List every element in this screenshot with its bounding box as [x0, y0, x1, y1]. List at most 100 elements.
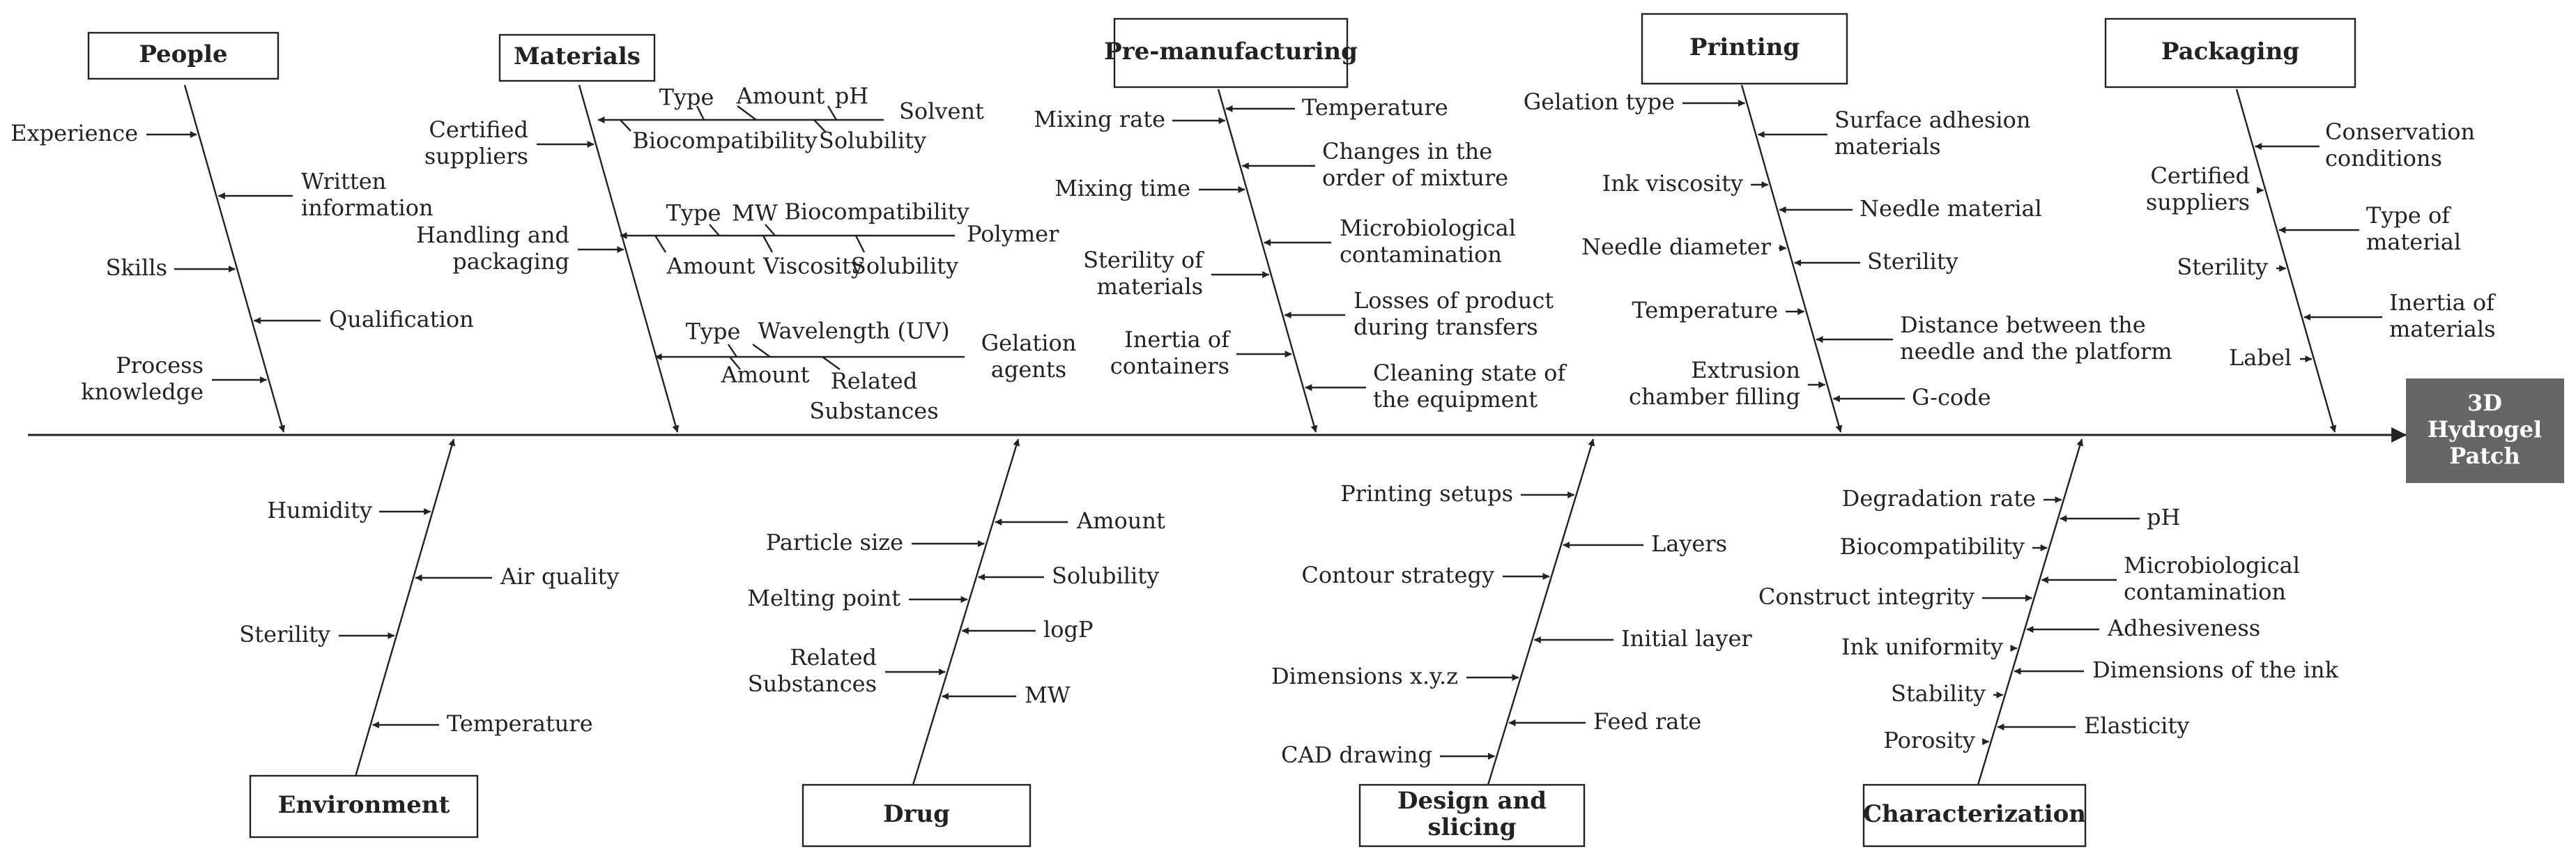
subbranch-polymer-tick [765, 224, 776, 236]
cause-characterization-0-line: Degradation rate [1842, 485, 2036, 512]
cause-packaging-0-line: Conservation [2325, 118, 2475, 145]
cause-materials-1-line: packaging [452, 248, 569, 275]
subbranch-gelation-agents-tick [728, 344, 737, 358]
subbranch-solvent-attr: Solubility [819, 128, 926, 154]
subbranch-solvent-tick [737, 105, 757, 121]
cause-printing-7-line: needle and the platform [1900, 338, 2172, 365]
category-characterization-label: Characterization [1863, 800, 2086, 828]
cause-drug-0-line: Amount [1076, 507, 1165, 534]
cause-characterization-2: Biocompatibility [1840, 533, 2025, 560]
cause-characterization-7: Dimensions of the ink [2092, 657, 2339, 683]
cause-characterization-10-line: Porosity [1883, 727, 1975, 753]
cause-people-4-line: knowledge [81, 378, 204, 405]
category-people-label: People [139, 40, 227, 68]
cause-pre-manufacturing-6-line: during transfers [1354, 314, 1538, 340]
cause-pre-manufacturing-8-line: the equipment [1373, 386, 1538, 413]
subbranch-solvent-label: Solvent [899, 98, 984, 125]
cause-drug-1-line: Particle size [766, 529, 903, 556]
cause-pre-manufacturing-3-line: Mixing time [1055, 175, 1190, 201]
subbranch-polymer-tick [654, 235, 667, 253]
cause-drug-2-line: Solubility [1052, 562, 1159, 589]
cause-design-slicing-4-line: Dimensions x.y.z [1271, 663, 1458, 689]
cause-people-4-line: Process [116, 352, 204, 378]
cause-characterization-2-line: Biocompatibility [1840, 533, 2025, 560]
cause-packaging-0-line: conditions [2325, 145, 2442, 171]
cause-people-0: Experience [10, 120, 138, 146]
category-environment-box [249, 774, 479, 839]
cause-environment-1-line: Air quality [500, 563, 619, 590]
cause-printing-6-line: Temperature [1632, 297, 1778, 323]
subbranch-solvent-attr: pH [835, 83, 868, 109]
subbranch-polymer-attr: Solubility [851, 253, 958, 280]
cause-printing-5: Sterility [1867, 248, 1958, 275]
cause-printing-8-line: Extrusion [1691, 357, 1800, 383]
category-environment-label-line: Environment [278, 791, 450, 819]
cause-pre-manufacturing-2-line: order of mixture [1322, 164, 1508, 191]
cause-pre-manufacturing-6-line: Losses of product [1354, 287, 1554, 314]
subbranch-gelation-agents-attr: Wavelength (UV) [758, 318, 949, 344]
cause-packaging-1-line: Certified [2150, 162, 2250, 189]
cause-packaging-2-line: material [2366, 229, 2461, 255]
category-materials-box [498, 33, 656, 82]
cause-pre-manufacturing-0-line: Mixing rate [1034, 106, 1165, 132]
cause-packaging-4-line: materials [2389, 316, 2495, 342]
cause-environment-3-line: Temperature [447, 710, 593, 737]
subbranch-polymer-tick [762, 235, 774, 253]
cause-packaging-5: Label [2229, 344, 2292, 371]
category-design-slicing-label-line: slicing [1427, 813, 1516, 841]
effect-label-line: Hydrogel [2428, 416, 2542, 443]
cause-characterization-0: Degradation rate [1842, 485, 2036, 512]
cause-drug-3-line: Melting point [747, 585, 900, 611]
category-environment-label: Environment [278, 791, 450, 819]
bone-packaging [2235, 89, 2337, 433]
category-pre-manufacturing-label-line: Pre-manufacturing [1104, 38, 1358, 66]
cause-printing-3: Needle material [1860, 195, 2042, 222]
cause-design-slicing-1-line: Layers [1651, 530, 1727, 557]
category-people-label-line: People [139, 40, 227, 68]
effect-label-line: Patch [2449, 443, 2520, 469]
cause-printing-2-line: Ink viscosity [1602, 170, 1743, 197]
category-printing-label-line: Printing [1689, 33, 1800, 61]
subbranch-solvent-tick [620, 119, 631, 132]
cause-drug-5-line: Substances [748, 671, 877, 697]
cause-pre-manufacturing-7-line: containers [1110, 353, 1229, 379]
cause-printing-1-line: Surface adhesion [1834, 107, 2030, 133]
cause-design-slicing-0-line: Printing setups [1340, 480, 1513, 507]
cause-people-3-line: Qualification [329, 306, 474, 332]
subbranch-solvent-attr: Amount [736, 83, 825, 109]
cause-design-slicing-2-line: Contour strategy [1301, 562, 1494, 588]
bone-design-slicing [1487, 438, 1595, 786]
cause-characterization-8-line: Stability [1891, 680, 1986, 707]
cause-packaging-1-line: suppliers [2146, 189, 2250, 215]
cause-pre-manufacturing-5-line: materials [1097, 273, 1203, 300]
subbranch-gelation-agents-attr: Related [831, 368, 918, 395]
cause-drug-3: Melting point [747, 585, 900, 611]
subbranch-gelation-agents-tick [752, 344, 771, 358]
cause-environment-3: Temperature [447, 710, 593, 737]
cause-pre-manufacturing-3: Mixing time [1055, 175, 1190, 201]
cause-materials-0-line: Certified [429, 116, 528, 143]
subbranch-polymer-tick [709, 224, 720, 236]
cause-pre-manufacturing-8-line: Cleaning state of [1373, 360, 1567, 386]
cause-printing-6: Temperature [1632, 297, 1778, 323]
cause-pre-manufacturing-2-line: Changes in the [1322, 138, 1492, 164]
category-drug-label: Drug [883, 800, 950, 828]
cause-printing-7-line: Distance between the [1900, 312, 2146, 338]
subbranch-polymer-attr: Biocompatibility [784, 199, 969, 225]
cause-design-slicing-5: Feed rate [1593, 708, 1701, 735]
subbranch-solvent-attr: Biocompatibility [632, 128, 817, 154]
cause-people-1-line: information [301, 194, 434, 221]
cause-printing-9-line: G-code [1912, 384, 1991, 411]
cause-materials-1-line: Handling and [416, 222, 569, 248]
